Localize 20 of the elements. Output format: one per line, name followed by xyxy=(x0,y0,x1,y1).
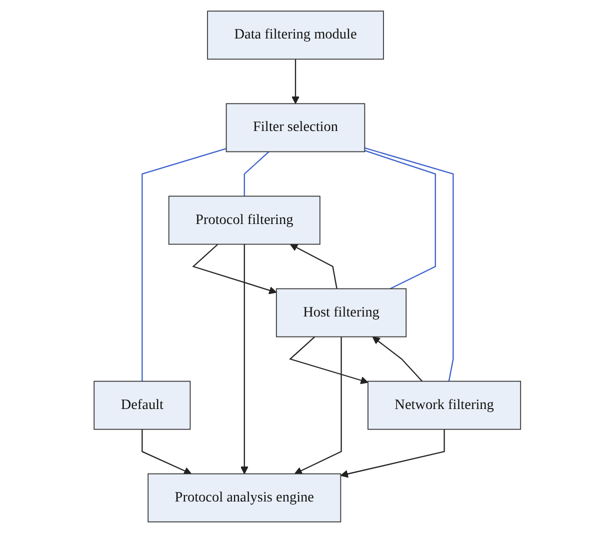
arrow xyxy=(240,244,248,474)
arrow xyxy=(192,244,277,294)
connector xyxy=(142,148,227,382)
node-box: Host filtering xyxy=(276,288,407,338)
arrow xyxy=(289,336,368,384)
node-box: Data filtering module xyxy=(207,10,384,60)
connector xyxy=(364,150,436,290)
connector xyxy=(244,151,270,196)
node-box: Network filtering xyxy=(368,380,522,430)
connector xyxy=(364,147,454,382)
arrow xyxy=(292,59,300,104)
arrow xyxy=(142,429,192,474)
node-box: Protocol filtering xyxy=(168,196,320,245)
arrow xyxy=(290,244,338,289)
node-box: Filter selection xyxy=(226,103,366,152)
arrow xyxy=(294,336,342,474)
node-box: Protocol analysis engine xyxy=(148,473,342,522)
arrow xyxy=(372,336,423,382)
node-box: Default xyxy=(94,380,191,430)
arrow xyxy=(340,429,445,478)
